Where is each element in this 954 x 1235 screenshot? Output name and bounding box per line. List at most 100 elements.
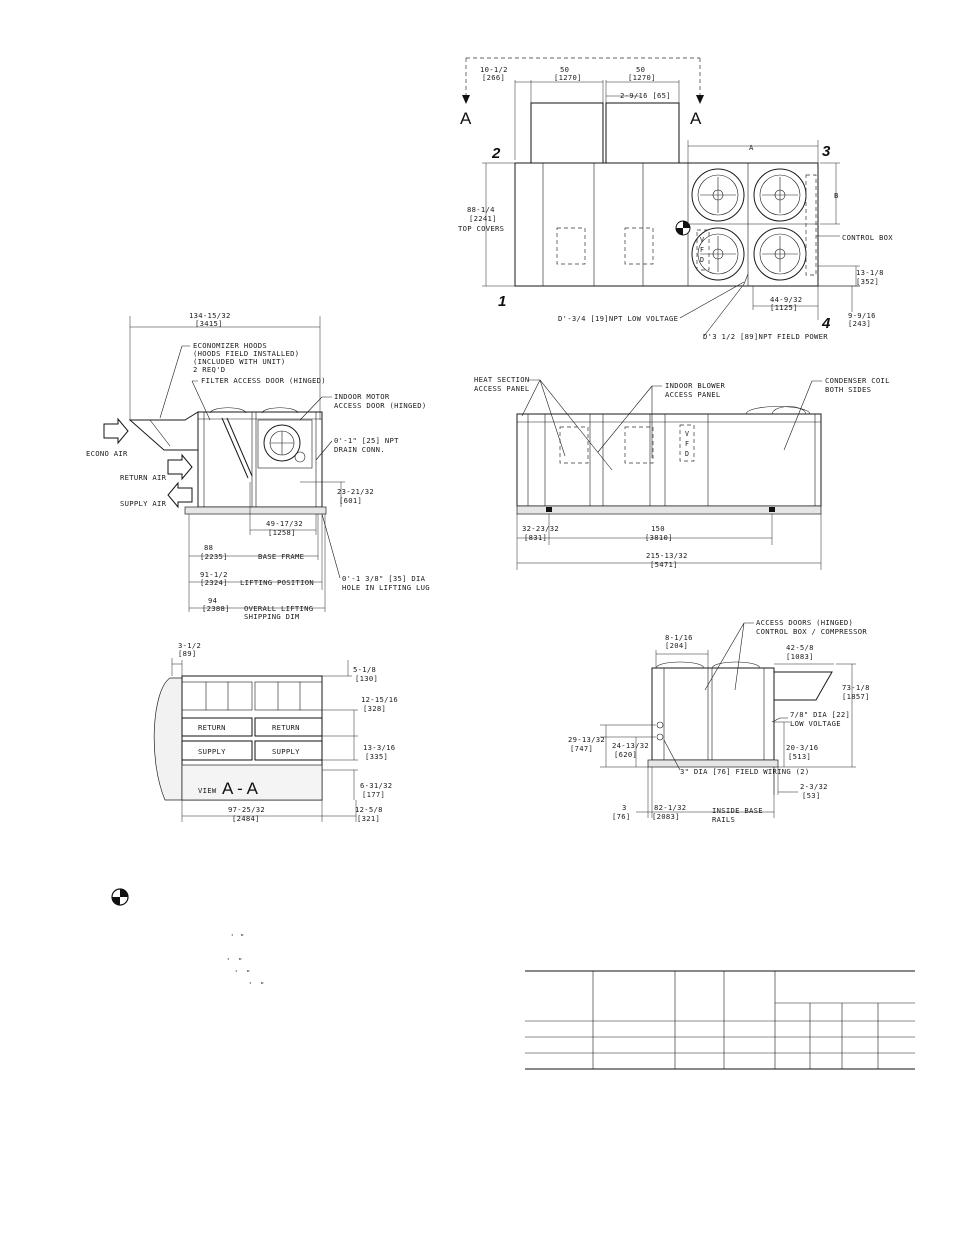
field-wiring-label: 3" DIA [76] FIELD WIRING (2) (680, 767, 810, 776)
dim-aa-1331-mm: [335] (365, 752, 388, 761)
section-arrow-left (462, 95, 470, 104)
dim-hood-offset-mm: [266] (482, 73, 505, 82)
side-vfd-f: F (685, 440, 689, 448)
dim-height-note: TOP COVERS (458, 224, 504, 233)
low-voltage-label-1: 7/8" DIA [22] (790, 710, 850, 719)
end-base-rail (184, 506, 327, 515)
dim-side-1: 32-23/32 (522, 524, 559, 533)
dim-4917: 49-17/32 (266, 519, 303, 528)
econo-air-label: ECONO AIR (86, 449, 128, 458)
dim-end-width: 134-15/32 (189, 311, 231, 320)
dim-aa-518-mm: [130] (355, 674, 378, 683)
dim-lift-label: LIFTING POSITION (240, 578, 314, 587)
dim-3: 3 (622, 803, 627, 812)
supply-label-1: SUPPLY (198, 747, 226, 756)
dim-a: A (749, 143, 754, 152)
condenser-coil-label-1: CONDENSER COIL (825, 376, 890, 385)
side-base-rail (516, 505, 822, 515)
side-vfd-d: D (685, 450, 689, 458)
dim-aa-312: 3-1/2 (178, 641, 201, 650)
legend-tick-4: " (238, 956, 243, 965)
economizer-label-3: (INCLUDED WITH UNIT) (193, 357, 286, 366)
field-power-label: D'3 1/2 [89]NPT FIELD POWER (703, 332, 828, 341)
dim-lift: 91-1/2 (200, 570, 228, 579)
side-vfd-v: V (685, 430, 689, 438)
dim-b: B (834, 191, 839, 200)
dim-4258-mm: [1083] (786, 652, 814, 661)
side-view: HEAT SECTION ACCESS PANEL INDOOR BLOWER … (474, 375, 890, 570)
section-label-right: A (690, 109, 702, 128)
dim-4258: 42-5/8 (786, 643, 814, 652)
dim-base-label: BASE FRAME (258, 552, 304, 561)
legend: ' " ' " ' " ' " (111, 888, 265, 989)
return-air-arrow-icon (167, 453, 193, 481)
unit-top-outline (514, 162, 819, 287)
view-aa: RETURN RETURN SUPPLY SUPPLY VIEW A - A 3… (153, 641, 398, 823)
legend-tick-5: ' (234, 968, 239, 977)
dim-aa-312-mm: [89] (178, 649, 197, 658)
dim-2321: 23-21/32 (337, 487, 374, 496)
condenser-coil-label-2: BOTH SIDES (825, 385, 871, 394)
return-label-2: RETURN (272, 723, 300, 732)
end-view: 134-15/32 [3415] ECONOMIZER HOODS (HOODS… (86, 311, 430, 621)
dimension-table (525, 970, 915, 1070)
dim-8212-mm: [2083] (652, 812, 680, 821)
supply-opening-2 (254, 740, 323, 761)
dim-hood1-w: 50 (560, 65, 569, 74)
dim-overall: 94 (208, 596, 217, 605)
top-vfd-v: V (700, 236, 704, 244)
dim-side-2-mm: [3810] (645, 533, 673, 542)
economizer-hood-2 (605, 102, 680, 164)
inside-base-label-1: INSIDE BASE (712, 806, 763, 815)
access-doors-label-2: CONTROL BOX / COMPRESSOR (756, 627, 867, 636)
dim-hood1-w-mm: [1270] (554, 73, 582, 82)
dim-height: 88-1/4 (467, 205, 495, 214)
dim-2913: 29-13/32 (568, 735, 605, 744)
unit-rear-outline (651, 667, 775, 761)
dim-side-3: 215-13/32 (646, 551, 688, 560)
dim-overall-label-2: SHIPPING DIM (244, 612, 300, 621)
hole-label-2: HOLE IN LIFTING LUG (342, 583, 430, 592)
center-of-gravity-legend-icon (111, 888, 129, 906)
dim-aa-1258: 12-5/8 (355, 805, 383, 814)
return-opening-1 (181, 717, 253, 737)
supply-air-label: SUPPLY AIR (120, 499, 167, 508)
dim-2321-mm: [601] (339, 496, 362, 505)
top-vfd-f: F (700, 246, 704, 254)
return-opening-2 (254, 717, 323, 737)
heat-section-label-1: HEAT SECTION (474, 375, 530, 384)
dim-2332: 2-3/32 (800, 782, 828, 791)
return-label-1: RETURN (198, 723, 226, 732)
rear-base-rail (647, 759, 779, 768)
dim-lift-mm: [2324] (200, 578, 228, 587)
top-view: A A 10-1/2 [266] 50 [1270] 50 [1270] 2-9… (458, 57, 893, 341)
economizer-hood (128, 411, 199, 451)
dim-8212: 82-1/32 (654, 803, 686, 812)
dim-hood2-w-mm: [1270] (628, 73, 656, 82)
corner-number-2: 2 (491, 145, 501, 162)
dim-aa-1215: 12-15/16 (361, 695, 398, 704)
supply-label-2: SUPPLY (272, 747, 300, 756)
econo-air-arrow-icon (103, 417, 129, 445)
dim-aa-97: 97-25/32 (228, 805, 265, 814)
dim-hood-gap: 2-9/16 [65] (620, 91, 671, 100)
dim-2031-mm: [513] (788, 752, 811, 761)
unit-side-outline (516, 413, 822, 507)
dim-4917-mm: [1258] (268, 528, 296, 537)
indoor-blower-label-1: INDOOR BLOWER (665, 381, 726, 390)
rear-view: ACCESS DOORS (HINGED) CONTROL BOX / COMP… (568, 618, 870, 824)
dim-8116-mm: [204] (665, 641, 688, 650)
economizer-label-4: 2 REQ'D (193, 365, 225, 374)
legend-tick-6: " (246, 968, 251, 977)
low-voltage-label-2: LOW VOLTAGE (790, 719, 841, 728)
dim-2332-mm: [53] (802, 791, 821, 800)
dim-base: 88 (204, 543, 213, 552)
indoor-motor-label-1: INDOOR MOTOR (334, 392, 390, 401)
supply-opening-1 (181, 740, 253, 761)
economizer-label-2: (HOODS FIELD INSTALLED) (193, 349, 299, 358)
corner-number-1: 1 (498, 293, 506, 310)
legend-tick-8: " (260, 980, 265, 989)
dim-side-1-mm: [831] (524, 533, 547, 542)
dim-7318-mm: [1857] (842, 692, 870, 701)
dim-aa-631-mm: [177] (362, 790, 385, 799)
